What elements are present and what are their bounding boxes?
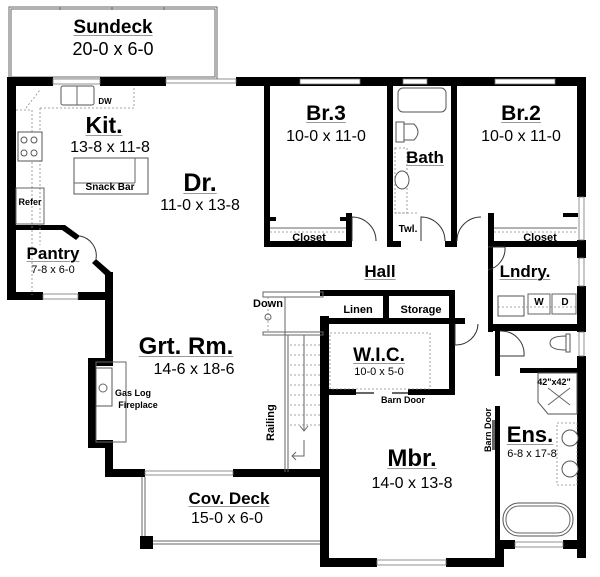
room-name-wic: W.I.C. — [353, 345, 405, 366]
room-dims-master: 14-0 x 13-8 — [371, 475, 453, 492]
room-dims-ensuite: 6-8 x 17-8 — [507, 448, 557, 460]
room-name-laundry: Lndry. — [499, 262, 551, 281]
room-name-br2: Br.2 — [501, 102, 541, 125]
room-name-bath: Bath — [406, 148, 444, 167]
label-fireplace-2: Fireplace — [118, 400, 158, 410]
windows — [42, 78, 585, 566]
label-towel: Twl. — [398, 224, 418, 235]
room-dims-cov-deck: 15-0 x 6-0 — [190, 510, 264, 527]
closets — [270, 217, 577, 233]
label-snack-bar: Snack Bar — [85, 182, 135, 193]
laundry-fixtures — [497, 293, 577, 317]
room-dims-br2: 10-0 x 11-0 — [481, 128, 561, 145]
room-name-dining: Dr. — [183, 169, 217, 197]
fireplace — [95, 361, 127, 443]
room-name-hall: Hall — [364, 262, 396, 281]
label-linen: Linen — [343, 304, 373, 316]
room-dims-kitchen: 13-8 x 11-8 — [70, 139, 150, 156]
label-barn-door-ens: Barn Door — [483, 407, 493, 452]
doors — [79, 216, 525, 357]
label-fireplace-1: Gas Log — [114, 388, 152, 398]
room-dims-pantry: 7-8 x 6-0 — [31, 264, 75, 276]
label-refrigerator: Refer — [18, 197, 42, 207]
ensuite-fixtures — [492, 333, 579, 537]
label-closet-br2: Closet — [523, 232, 557, 244]
room-name-br3: Br.3 — [306, 102, 346, 125]
room-name-master: Mbr. — [387, 445, 437, 472]
stairs — [262, 291, 324, 472]
label-barn-door-wic: Barn Door — [380, 395, 426, 405]
label-stairs-down: Down — [253, 298, 283, 310]
cov-deck-outline — [140, 477, 320, 549]
label-dishwasher: DW — [98, 97, 112, 106]
label-railing: Railing — [265, 404, 277, 441]
room-dims-wic: 10-0 x 5-0 — [354, 366, 404, 378]
label-washer: W — [534, 297, 544, 308]
room-name-cov-deck: Cov. Deck — [188, 489, 270, 508]
room-dims-sundeck: 20-0 x 6-0 — [72, 39, 154, 59]
bath-fixtures — [394, 87, 447, 214]
room-dims-great-room: 14-6 x 18-6 — [153, 361, 235, 378]
room-name-sundeck: Sundeck — [73, 17, 153, 38]
label-dryer: D — [561, 297, 569, 308]
room-dims-br3: 10-0 x 11-0 — [286, 128, 366, 145]
barn-doors — [329, 332, 431, 394]
room-dims-dining: 11-0 x 13-8 — [160, 197, 240, 214]
room-name-kitchen: Kit. — [85, 112, 123, 138]
label-storage: Storage — [400, 304, 442, 316]
room-name-great-room: Grt. Rm. — [138, 333, 234, 360]
interior-walls — [264, 77, 586, 540]
kitchen-counters — [15, 85, 149, 295]
label-closet-br3: Closet — [292, 232, 326, 244]
label-shower-size: 42"x42" — [537, 377, 571, 387]
room-name-pantry: Pantry — [26, 244, 80, 263]
room-name-ensuite: Ens. — [506, 422, 554, 447]
